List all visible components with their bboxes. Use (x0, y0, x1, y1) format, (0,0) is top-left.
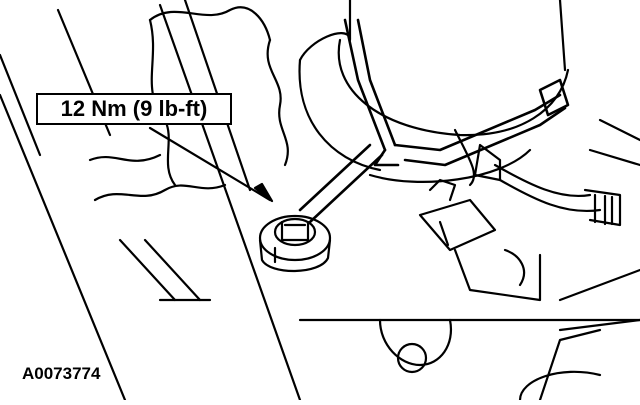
bolt-assembly (258, 214, 332, 273)
torque-callout: 12 Nm (9 lb-ft) (36, 93, 232, 125)
bracket-and-cable (418, 143, 622, 302)
figure-id-label: A0073774 (22, 364, 101, 383)
canister (298, 0, 570, 187)
left-frame-rails (0, 0, 302, 402)
strap-clamp (298, 18, 570, 224)
wavy-hose-shape (88, 6, 289, 302)
lower-structure (298, 118, 640, 402)
callout-leader (148, 126, 274, 203)
